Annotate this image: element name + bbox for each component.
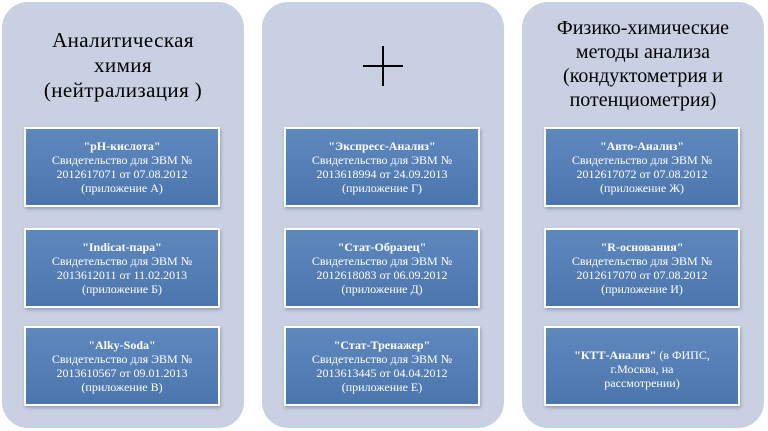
card-ph-kislota: "pH-кислота" Свидетельство для ЭВМ № 201… (24, 127, 220, 207)
card-indicat-para: "Indicat-пара" Свидетельство для ЭВМ № 2… (24, 228, 220, 308)
card-name: "Alky-Soda" (88, 338, 156, 352)
card-line: Свидетельство для ЭВМ № (51, 254, 193, 268)
card-alky-soda: "Alky-Soda" Свидетельство для ЭВМ № 2013… (24, 326, 220, 406)
card-line: (приложение Б) (81, 282, 163, 296)
card-r-osnovaniya: "R-основания" Свидетельство для ЭВМ № 20… (544, 228, 740, 308)
card-line: рассмотрении) (604, 376, 680, 390)
card-avto-analiz: "Авто-Анализ" Свидетельство для ЭВМ № 20… (544, 127, 740, 207)
card-ktt-analiz: "КТТ-Анализ" (в ФИПС, г.Москва, на рассм… (544, 326, 740, 406)
card-line: 2012617072 от 07.08.2012 (576, 167, 708, 181)
card-name: "R-основания" (600, 240, 684, 254)
card-line: 2013612011 от 11.02.2013 (56, 268, 188, 282)
card-line: (приложение И) (601, 282, 683, 296)
card-name: "pH-кислота" (83, 139, 161, 153)
card-stat-obrazec: "Стат-Образец" Свидетельство для ЭВМ № 2… (284, 228, 480, 308)
column-physico-chemical-methods: Физико-химические методы анализа (кондук… (522, 2, 764, 428)
plus-icon (363, 46, 403, 86)
card-line: (приложение Г) (341, 181, 423, 195)
card-name: "Стат-Тренажер" (333, 338, 431, 352)
card-line: (приложение Е) (341, 380, 423, 394)
column-middle: "Экспресс-Анализ" Свидетельство для ЭВМ … (262, 2, 504, 428)
card-line: Свидетельство для ЭВМ № (311, 153, 453, 167)
card-line: Свидетельство для ЭВМ № (311, 254, 453, 268)
card-line: 2012617071 от 07.08.2012 (56, 167, 188, 181)
card-line: (приложение Д) (341, 282, 423, 296)
card-line: (приложение В) (81, 380, 163, 394)
card-line: 2012617070 от 07.08.2012 (576, 268, 708, 282)
card-name: "Экспресс-Анализ" (328, 139, 436, 153)
card-line: Свидетельство для ЭВМ № (571, 254, 713, 268)
column-analytical-chemistry: Аналитическая химия (нейтрализация ) "pH… (2, 2, 244, 428)
card-express-analiz: "Экспресс-Анализ" Свидетельство для ЭВМ … (284, 127, 480, 207)
card-line: г.Москва, на (610, 362, 674, 376)
column-title: Физико-химические методы анализа (кондук… (556, 17, 730, 111)
card-line: Свидетельство для ЭВМ № (51, 153, 193, 167)
column-title: Аналитическая химия (нейтрализация ) (43, 28, 203, 102)
card-line: (в ФИПС, (656, 348, 710, 362)
card-name: "КТТ-Анализ" (574, 348, 657, 362)
card-name: "Авто-Анализ" (599, 139, 685, 153)
card-line: 2013618994 от 24.09.2013 (316, 167, 448, 181)
card-line: (приложение Ж) (600, 181, 684, 195)
card-first-line: "КТТ-Анализ" (в ФИПС, (546, 348, 738, 362)
card-stat-trenazher: "Стат-Тренажер" Свидетельство для ЭВМ № … (284, 326, 480, 406)
card-name: "Indicat-пара" (82, 240, 162, 254)
card-line: Свидетельство для ЭВМ № (311, 352, 453, 366)
card-line: 2013613445 от 04.04.2012 (316, 366, 448, 380)
card-name: "Стат-Образец" (337, 240, 427, 254)
card-line: (приложение А) (81, 181, 163, 195)
card-line: Свидетельство для ЭВМ № (571, 153, 713, 167)
card-line: 2013610567 от 09.01.2013 (56, 366, 188, 380)
card-line: 2012618083 от 06.09.2012 (316, 268, 448, 282)
card-line: Свидетельство для ЭВМ № (51, 352, 193, 366)
